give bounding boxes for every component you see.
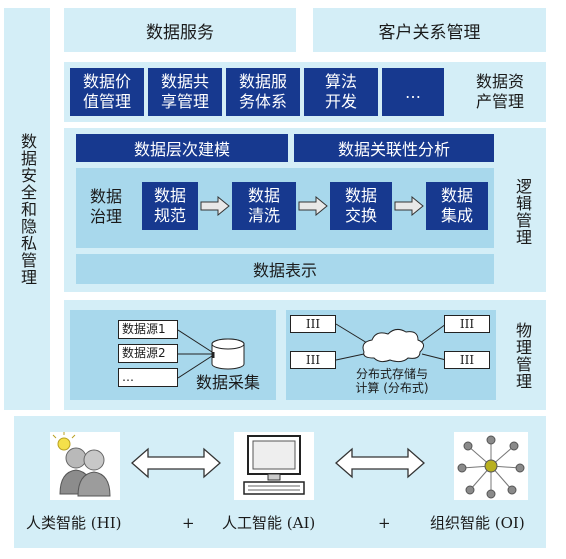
asset-item-algorithm: 算法 开发 — [304, 68, 378, 116]
data-representation-box: 数据表示 — [76, 254, 494, 284]
logical-management-panel: 数据层次建模 数据关联性分析 数据 治理 数据 规范 数据 清洗 数据 交换 数… — [64, 128, 546, 292]
distributed-storage-label: 分布式存储与 计算 (分布式) — [355, 367, 429, 395]
data-governance-label: 数据 治理 — [89, 187, 122, 226]
distributed-storage-area: III III III III 分布式存储与 计算 (分布式) — [286, 310, 496, 400]
data-governance-area: 数据 治理 数据 规范 数据 清洗 数据 交换 数据 集成 — [76, 168, 494, 248]
asset-item-service: 数据服 务体系 — [226, 68, 300, 116]
correlation-analysis-box: 数据关联性分析 — [294, 134, 494, 162]
physical-management-panel: 数据源1 数据源2 … 数据采集 III III III III 分布式存储与 … — [64, 300, 546, 410]
server-icon: III — [290, 315, 336, 333]
hierarchical-modeling-box: 数据层次建模 — [76, 134, 288, 162]
plus-sign: + — [182, 514, 195, 532]
human-intelligence-label: 人类智能 (HI) — [26, 514, 122, 532]
security-privacy-label: 数据安全和隐私管理 — [18, 132, 37, 286]
logical-management-label-wrap: 逻辑管理 — [500, 142, 544, 282]
right-arrow-icon — [394, 196, 424, 216]
network-icon — [457, 435, 525, 499]
database-icon — [211, 338, 245, 370]
asset-item-sharing: 数据共 享管理 — [148, 68, 222, 116]
plus-sign: + — [378, 514, 391, 532]
organizational-intelligence-label: 组织智能 (OI) — [430, 514, 525, 532]
artificial-intelligence-label: 人工智能 (AI) — [222, 514, 316, 532]
physical-management-label: 物理管理 — [513, 322, 532, 390]
intelligence-panel: 人类智能 (HI) + 人工智能 (AI) + 组织智能 (OI) — [14, 416, 546, 548]
connector-lines — [178, 329, 213, 379]
hi-icon-frame — [50, 432, 120, 500]
step-exchange: 数据 交换 — [330, 182, 392, 230]
data-services-box: 数据服务 — [64, 8, 296, 52]
server-icon: III — [444, 315, 490, 333]
step-clean: 数据 清洗 — [232, 182, 296, 230]
computer-icon — [243, 435, 305, 495]
data-source-1: 数据源1 — [118, 320, 178, 339]
physical-management-label-wrap: 物理管理 — [500, 308, 544, 404]
security-privacy-panel: 数据安全和隐私管理 — [4, 8, 50, 410]
right-arrow-icon — [200, 196, 230, 216]
asset-item-value: 数据价 值管理 — [70, 68, 144, 116]
data-asset-management-panel: 数据价 值管理 数据共 享管理 数据服 务体系 算法 开发 … 数据资 产管理 — [64, 62, 546, 122]
ai-icon-frame — [234, 432, 314, 500]
double-arrow-icon — [335, 447, 425, 479]
crm-box: 客户关系管理 — [313, 8, 546, 52]
asset-item-more: … — [382, 68, 444, 116]
data-collection-label: 数据采集 — [196, 373, 261, 392]
step-standardize: 数据 规范 — [142, 182, 198, 230]
storage-connector-lines — [335, 323, 447, 363]
people-icon — [52, 432, 111, 497]
double-arrow-icon — [131, 447, 221, 479]
oi-icon-frame — [454, 432, 528, 500]
asset-management-label: 数据资 产管理 — [475, 72, 524, 111]
data-source-more: … — [118, 368, 178, 387]
data-source-2: 数据源2 — [118, 344, 178, 363]
data-collection-area: 数据源1 数据源2 … 数据采集 — [70, 310, 276, 400]
logical-management-label: 逻辑管理 — [513, 178, 532, 246]
server-icon: III — [290, 351, 336, 369]
step-integrate: 数据 集成 — [426, 182, 488, 230]
right-arrow-icon — [298, 196, 328, 216]
server-icon: III — [444, 351, 490, 369]
